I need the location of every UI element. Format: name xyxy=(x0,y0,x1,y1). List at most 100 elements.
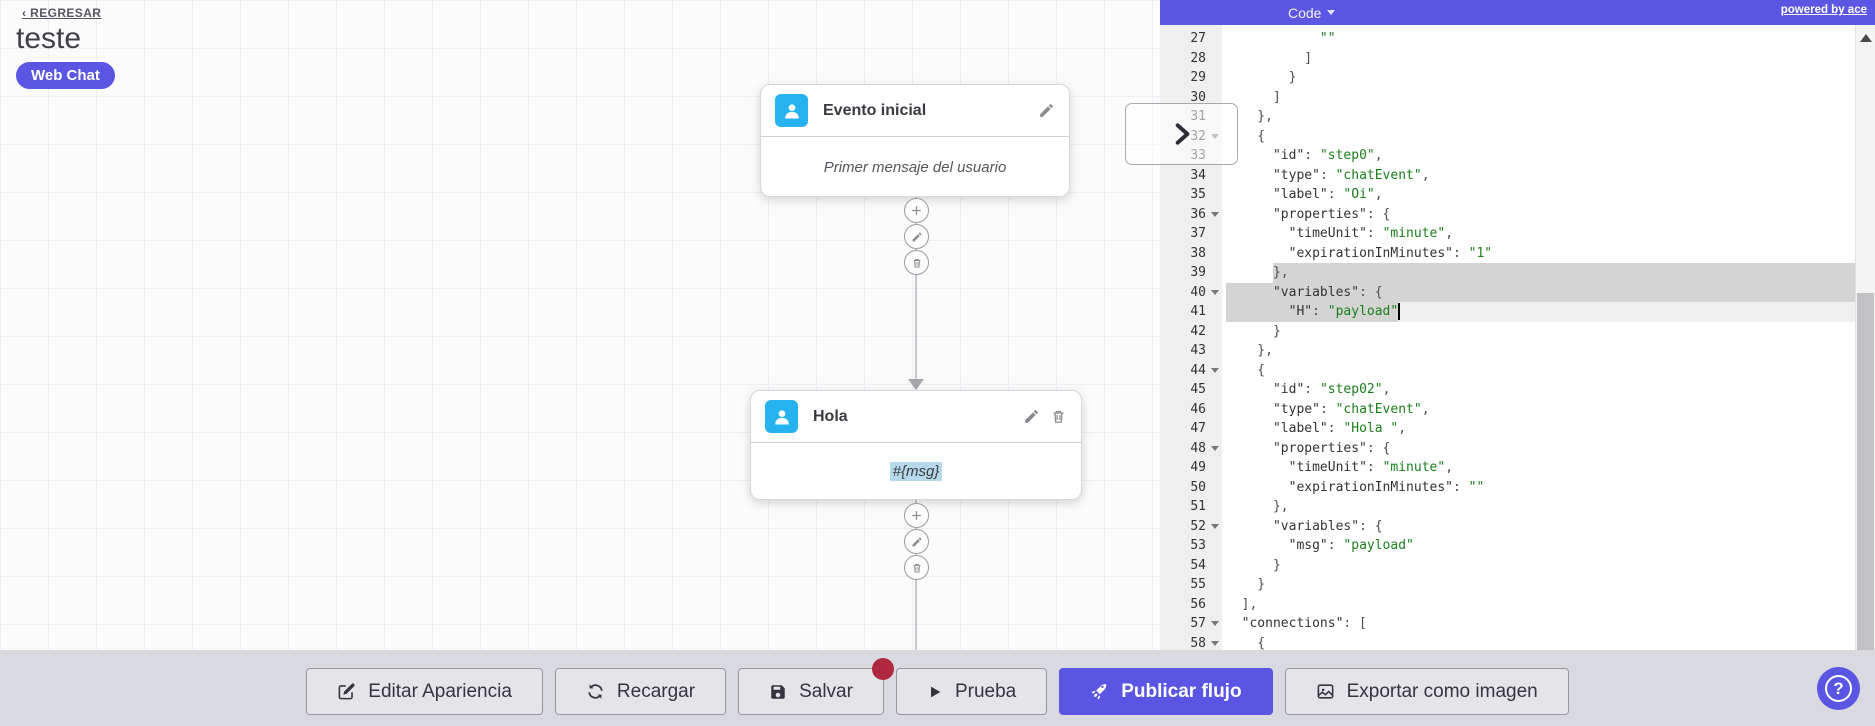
code-line[interactable]: "expirationInMinutes": "" xyxy=(1226,478,1855,498)
code-line[interactable]: "msg": "payload" xyxy=(1226,536,1855,556)
code-mode-dropdown[interactable]: Code xyxy=(1288,0,1336,25)
json-punctuation: } xyxy=(1226,577,1266,592)
line-number: 53 xyxy=(1190,538,1206,553)
flow-canvas[interactable]: ‹ REGRESAR teste Web Chat Evento inicial… xyxy=(0,0,1160,650)
line-number: 42 xyxy=(1190,323,1206,339)
add-step-button[interactable] xyxy=(904,503,929,528)
json-punctuation: : xyxy=(1327,538,1344,553)
fold-toggle-icon[interactable] xyxy=(1211,211,1219,217)
json-punctuation: : xyxy=(1453,479,1469,495)
code-line[interactable]: }, xyxy=(1226,263,1855,283)
node-evento-inicial[interactable]: Evento inicial Primer mensaje del usuari… xyxy=(760,84,1070,197)
json-punctuation: }, xyxy=(1226,499,1289,514)
code-line[interactable]: "id": "step02", xyxy=(1226,380,1855,400)
back-link[interactable]: ‹ REGRESAR xyxy=(22,6,102,20)
code-line[interactable]: "timeUnit": "minute", xyxy=(1226,458,1855,478)
salvar-button[interactable]: Salvar xyxy=(738,658,894,715)
json-punctuation: } xyxy=(1226,557,1281,573)
line-number: 52 xyxy=(1160,517,1222,537)
node-header: Hola xyxy=(751,391,1081,443)
fold-toggle-icon[interactable] xyxy=(1211,523,1219,529)
edit-connector-button[interactable] xyxy=(904,224,929,249)
exportar-como-imagen-button[interactable]: Exportar como imagen xyxy=(1284,668,1569,715)
delete-connector-button[interactable] xyxy=(904,250,929,275)
json-punctuation: : xyxy=(1304,382,1320,397)
fold-toggle-icon[interactable] xyxy=(1211,289,1219,295)
line-number: 41 xyxy=(1190,304,1206,319)
code-line[interactable]: "properties": { xyxy=(1226,439,1855,459)
delete-node-icon[interactable] xyxy=(1050,408,1067,425)
edit-connector-button[interactable] xyxy=(904,529,929,554)
line-number: 34 xyxy=(1190,167,1206,183)
code-line[interactable]: "type": "chatEvent", xyxy=(1226,166,1855,186)
delete-connector-button[interactable] xyxy=(904,555,929,580)
code-line[interactable]: { xyxy=(1226,361,1855,381)
json-punctuation: ], xyxy=(1226,596,1258,612)
edit-node-icon[interactable] xyxy=(1023,408,1040,425)
code-line[interactable]: "expirationInMinutes": "1" xyxy=(1226,244,1855,264)
code-text-area[interactable]: "" ] } ] }, { "id": "step0", "type": "ch… xyxy=(1226,25,1855,650)
code-line[interactable]: }, xyxy=(1226,107,1855,127)
code-line[interactable]: ], xyxy=(1226,595,1855,615)
refresh-icon xyxy=(586,682,605,701)
button-label: Recargar xyxy=(616,680,696,702)
code-line[interactable]: "timeUnit": "minute", xyxy=(1226,224,1855,244)
code-line[interactable]: ] xyxy=(1226,49,1855,69)
code-line[interactable]: "connections": [ xyxy=(1226,614,1855,634)
vertical-scrollbar[interactable] xyxy=(1855,25,1875,650)
help-button[interactable]: ? xyxy=(1817,667,1860,710)
collapse-editor-button[interactable] xyxy=(1125,103,1238,165)
line-number: 43 xyxy=(1190,343,1206,358)
json-punctuation xyxy=(1226,168,1273,183)
json-key: "label" xyxy=(1272,187,1328,202)
fold-toggle-icon[interactable] xyxy=(1211,621,1219,626)
question-mark-icon: ? xyxy=(1825,675,1852,702)
recargar-button[interactable]: Recargar xyxy=(554,668,727,715)
code-line[interactable]: ] xyxy=(1226,88,1855,108)
code-line[interactable]: "properties": { xyxy=(1226,205,1855,225)
node-hola[interactable]: Hola #{msg} xyxy=(750,390,1082,500)
code-line[interactable]: } xyxy=(1226,556,1855,576)
code-line[interactable]: "label": "Hola ", xyxy=(1226,419,1855,439)
code-line[interactable]: "variables": { xyxy=(1226,517,1855,537)
fold-toggle-icon[interactable] xyxy=(1211,367,1219,373)
json-punctuation xyxy=(1226,538,1289,553)
json-key: "connections" xyxy=(1241,616,1344,631)
code-line[interactable]: "" xyxy=(1226,29,1855,49)
code-line[interactable]: "variables": { xyxy=(1226,282,1855,302)
code-line[interactable]: { xyxy=(1226,634,1855,651)
json-punctuation: : xyxy=(1366,226,1383,241)
line-number: 58 xyxy=(1160,634,1222,650)
code-line[interactable]: "type": "chatEvent", xyxy=(1226,400,1855,420)
code-line[interactable]: }, xyxy=(1226,497,1855,517)
edit-node-icon[interactable] xyxy=(1038,102,1055,119)
editor-body[interactable]: 2728293031323334353637383940414243444546… xyxy=(1160,25,1875,650)
edit-square-icon xyxy=(337,682,356,701)
prueba-button[interactable]: Prueba xyxy=(895,668,1048,715)
code-line[interactable]: "H": "payload" xyxy=(1226,302,1855,322)
fold-toggle-icon[interactable] xyxy=(1211,445,1219,451)
fold-toggle-icon[interactable] xyxy=(1211,640,1219,646)
code-line[interactable]: } xyxy=(1226,575,1855,595)
json-key: "timeUnit" xyxy=(1288,226,1367,241)
code-line[interactable]: "id": "step0", xyxy=(1226,146,1855,166)
add-step-button[interactable] xyxy=(904,198,929,223)
button-label: Publicar flujo xyxy=(1121,680,1242,702)
code-line[interactable]: } xyxy=(1226,68,1855,88)
code-line[interactable]: }, xyxy=(1226,341,1855,361)
scroll-up-arrow-icon[interactable] xyxy=(1860,34,1872,42)
code-line[interactable]: "label": "Oi", xyxy=(1226,185,1855,205)
json-punctuation: : xyxy=(1327,421,1344,436)
pencil-icon xyxy=(912,536,922,546)
publicar-flujo-button[interactable]: Publicar flujo xyxy=(1059,668,1273,715)
code-line[interactable]: } xyxy=(1226,322,1855,342)
json-punctuation: , xyxy=(1445,460,1454,475)
code-line[interactable]: { xyxy=(1226,127,1855,147)
bottom-toolbar: Editar Apariencia Recargar Salvar Prueba Pub… xyxy=(0,650,1875,726)
button-label: Prueba xyxy=(954,680,1017,702)
editar-apariencia-button[interactable]: Editar Apariencia xyxy=(306,668,543,715)
node-title: Evento inicial xyxy=(823,101,927,119)
scrollbar-thumb[interactable] xyxy=(1857,293,1874,650)
powered-by-ace-link[interactable]: powered by ace xyxy=(1780,4,1867,16)
json-punctuation: }, xyxy=(1226,265,1289,280)
